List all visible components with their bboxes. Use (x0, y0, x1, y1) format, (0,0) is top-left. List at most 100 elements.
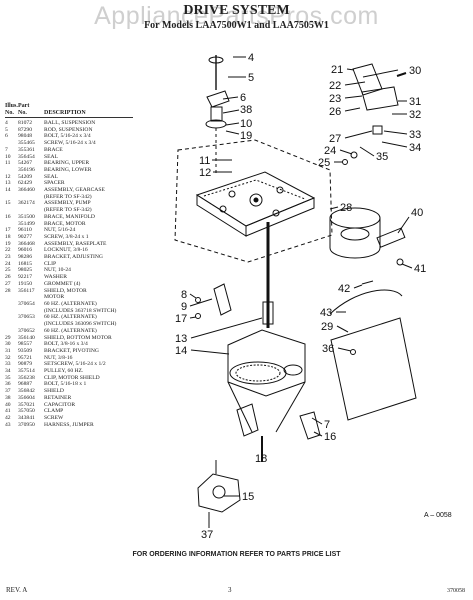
part-no: 370652 (18, 327, 35, 334)
part-description: SCREW (44, 414, 64, 421)
leader-22 (344, 81, 366, 86)
part-description: GROMMET (4) (44, 280, 81, 287)
bolt-8-shape (195, 297, 201, 303)
illus-no: 29 (5, 334, 11, 341)
part-no: 87290 (18, 126, 32, 133)
part-description: CLIP, MOTOR SHIELD (44, 374, 100, 381)
header-part: Part (18, 103, 30, 109)
callout-14: 14 (175, 345, 187, 357)
callout-11: 11 (199, 155, 210, 167)
header-blank (44, 103, 133, 110)
part-no: 355465 (18, 140, 35, 147)
illus-no: 36 (5, 381, 11, 388)
part-no: 16815 (18, 260, 32, 267)
callout-6: 6 (240, 92, 246, 104)
clamp-shape (396, 258, 404, 266)
baseplate-outline-shape (174, 139, 333, 263)
callout-22: 22 (329, 80, 341, 92)
seal-shape (210, 106, 223, 122)
spacer-shape (262, 301, 274, 325)
part-no: 356140 (18, 334, 35, 341)
part-description: 60 HZ. (ALTERNATE) (44, 300, 97, 307)
illus-no (5, 321, 18, 328)
pump-housing-shape (197, 473, 241, 513)
illus-no: 26 (5, 274, 11, 281)
illus-no (5, 308, 18, 315)
part-description: SPACER (44, 180, 65, 187)
revision-label: REV. A (6, 586, 28, 594)
parts-table-header-line1: Illus. Part (5, 103, 133, 110)
illus-no: 33 (5, 361, 11, 368)
baseplate-hub-center-shape (253, 197, 259, 203)
leader-21 (346, 68, 355, 71)
part-no: 62429 (18, 180, 32, 187)
callout-15: 15 (242, 491, 254, 503)
header-illus: Illus. (5, 103, 18, 109)
illus-no (5, 140, 18, 147)
illus-no: 16 (5, 213, 11, 220)
leader-42 (353, 284, 363, 289)
callout-25: 25 (318, 157, 330, 169)
diagram-artwork (174, 55, 417, 528)
part-description: SCREW, 5/16-24 x 3/4 (44, 140, 96, 147)
nut-17-shape (195, 313, 201, 319)
part-description: HARNESS, JUMPER (44, 421, 94, 428)
callout-30: 30 (409, 65, 421, 77)
page-title: DRIVE SYSTEM (183, 3, 290, 18)
manifold-brace-shape (299, 411, 321, 440)
callout-24: 24 (324, 145, 336, 157)
part-description: RETAINER (44, 394, 72, 401)
leader-27 (344, 130, 373, 139)
part-description: SEAL (44, 173, 58, 180)
jumper-harness-shape (329, 289, 403, 315)
motor-top-shape (329, 207, 381, 229)
illus-no (5, 207, 18, 214)
part-no: 96016 (18, 247, 32, 254)
part-description: BRACKET, ADJUSTING (44, 254, 103, 261)
callout-40: 40 (411, 207, 423, 219)
part-no (18, 194, 44, 201)
part-no: 90879 (18, 361, 32, 368)
leader-41 (401, 263, 413, 269)
part-description: ASSEMBLY, PUMP (44, 200, 91, 207)
callout-33: 33 (409, 129, 421, 141)
illus-no (5, 328, 18, 335)
callout-13: 13 (175, 333, 187, 345)
watermark: AppliancePartsPros.com (94, 2, 379, 30)
callout-23: 23 (329, 93, 341, 105)
part-description: ASSEMBLY, GEARCASE (44, 187, 105, 194)
leader-35 (359, 146, 375, 157)
callout-7: 7 (324, 419, 330, 431)
part-description: NUT, 3/8-16 (44, 354, 73, 361)
part-description: NUT, 5/16-24 (44, 227, 76, 234)
callout-41: 41 (414, 263, 426, 275)
callout-27: 27 (329, 133, 341, 145)
part-description: LOCKNUT, 3/8-16 (44, 247, 88, 254)
part-description: (INCLUDES 363718 SWITCH) (44, 307, 117, 314)
part-no (18, 308, 44, 315)
illus-no: 17 (5, 227, 11, 234)
callout-12: 12 (199, 167, 211, 179)
ordering-note: FOR ORDERING INFORMATION REFER TO PARTS … (132, 551, 341, 558)
part-no: 355361 (18, 146, 35, 153)
gearcase-arm-left (227, 381, 253, 433)
part-no: 98557 (18, 341, 32, 348)
callout-26: 26 (329, 106, 341, 118)
illus-no (5, 167, 18, 174)
part-description: SHIELD (44, 388, 64, 395)
